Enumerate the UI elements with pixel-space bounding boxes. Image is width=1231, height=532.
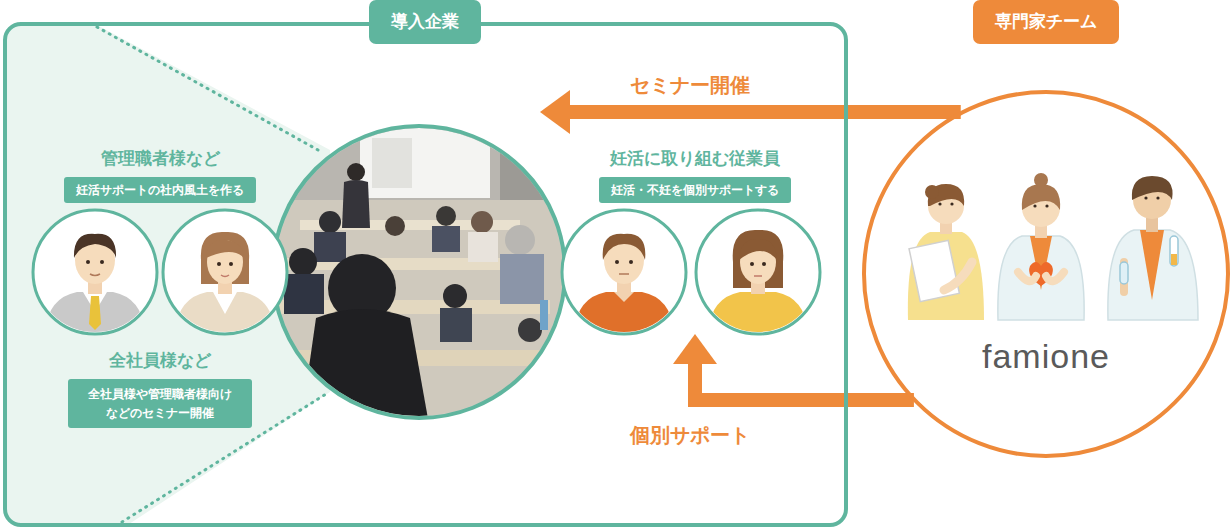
group-tab: 専門家チーム [973,0,1119,44]
group-heading: 妊活に取り組む従業員 [610,148,780,170]
zoom-shade [5,24,330,525]
group-heading: 全社員様など [109,350,211,372]
role-label: 妊活サポートの社内風土を作る [64,177,256,203]
group-tab: 導入企業 [369,0,481,44]
zoom-line [97,27,318,150]
avatar [33,210,157,334]
seminar-photo [260,120,580,430]
avatar [163,210,287,334]
role-label: 全社員様や管理職者様向け などのセミナー開催 [68,379,252,428]
role-label: 妊活・不妊を個別サポートする [599,177,791,203]
circle-ground [864,92,1228,456]
arrow-shaft [695,364,914,400]
expert-circle: 専門家チームfamione [862,90,1230,458]
arrow-head [673,334,717,364]
target-group: 妊活に取り組む従業員妊活・不妊を個別サポートする [585,148,805,336]
avatar [696,210,820,334]
arrow-label: 個別サポート [627,422,753,448]
arrow-head [540,90,570,134]
target-group: 全社員様など全社員様や管理職者様向け などのセミナー開催 [60,350,260,428]
brand-logo: famione [982,336,1110,377]
avatar [562,210,686,334]
arrow-label: セミナー開催 [627,72,753,98]
arrow-shaft [570,105,961,119]
group-heading: 管理職者様など [101,148,220,170]
flow-arrow [673,334,914,400]
expert-team [908,173,1198,320]
target-group: 管理職者様など妊活サポートの社内風土を作る [60,148,260,203]
